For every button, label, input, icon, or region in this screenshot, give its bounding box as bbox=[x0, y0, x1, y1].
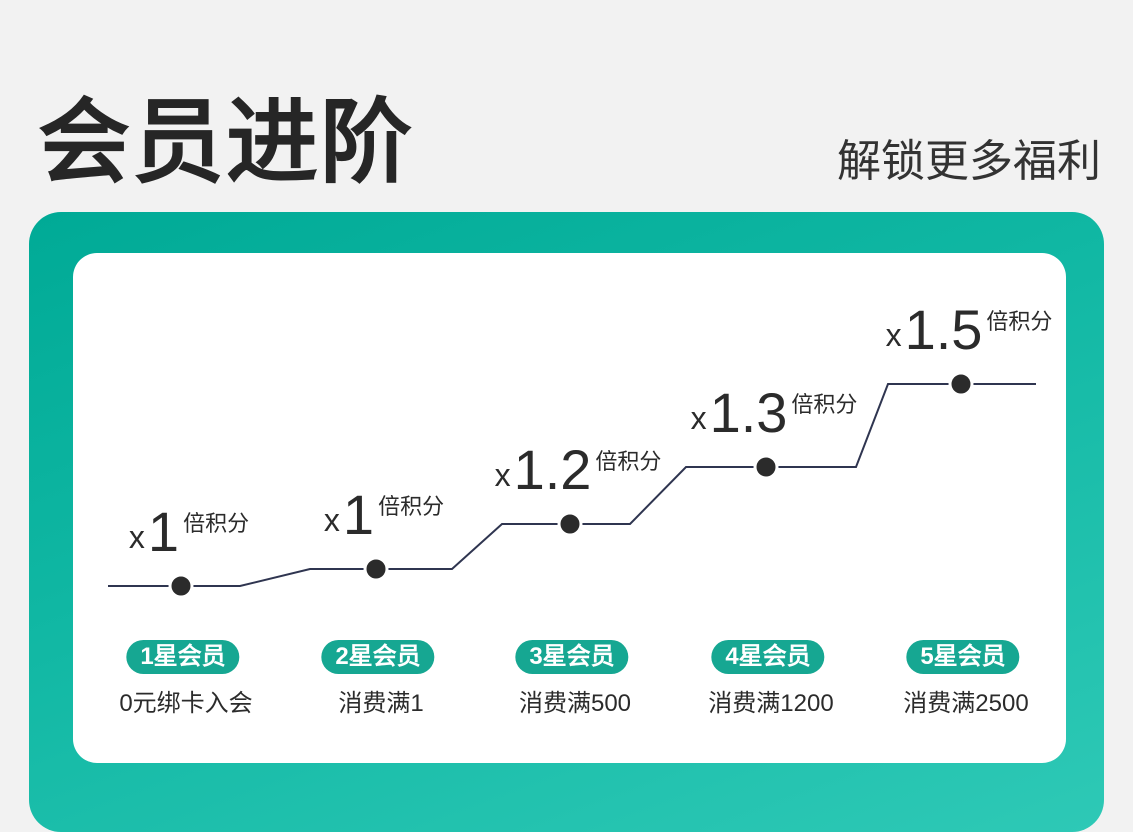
tier-dot bbox=[557, 511, 583, 537]
multiplier-unit: 倍积分 bbox=[595, 449, 662, 474]
tier-condition: 消费满2500 bbox=[903, 690, 1029, 717]
multiplier-prefix: x bbox=[690, 400, 707, 436]
tier-condition: 消费满1200 bbox=[708, 690, 834, 717]
tier-badge: 5星会员 bbox=[906, 640, 1020, 674]
tier-badge: 3星会员 bbox=[515, 640, 629, 674]
multiplier-unit: 倍积分 bbox=[378, 494, 445, 519]
multiplier-value: 1.2 bbox=[513, 438, 592, 501]
multiplier-value: 1.5 bbox=[904, 298, 983, 361]
multiplier-unit: 倍积分 bbox=[791, 392, 858, 417]
progress-line bbox=[108, 371, 1036, 599]
tier-card bbox=[73, 253, 1066, 763]
multiplier-unit: 倍积分 bbox=[183, 511, 250, 536]
page-title: 会员进阶 bbox=[38, 92, 415, 194]
multiplier-value: 1 bbox=[342, 483, 375, 546]
tier-condition: 消费满500 bbox=[518, 690, 632, 717]
multiplier-unit: 倍积分 bbox=[986, 309, 1053, 334]
tier-condition: 消费满1 bbox=[338, 690, 424, 717]
multiplier-value: 1.3 bbox=[709, 381, 788, 444]
multiplier-prefix: x bbox=[494, 457, 511, 493]
tier-dot bbox=[753, 454, 779, 480]
tier-badge: 4星会员 bbox=[711, 640, 825, 674]
multiplier-value: 1 bbox=[147, 500, 180, 563]
tier-dot bbox=[168, 573, 194, 599]
tier-badge: 2星会员 bbox=[321, 640, 435, 674]
multiplier-prefix: x bbox=[128, 519, 145, 555]
tier-dot bbox=[363, 556, 389, 582]
tier-badge: 1星会员 bbox=[126, 640, 240, 674]
multiplier-prefix: x bbox=[885, 317, 902, 353]
tier-condition: 0元绑卡入会 bbox=[119, 690, 253, 717]
page-subtitle: 解锁更多福利 bbox=[837, 137, 1101, 186]
tier-dot bbox=[948, 371, 974, 397]
multiplier-prefix: x bbox=[323, 502, 340, 538]
